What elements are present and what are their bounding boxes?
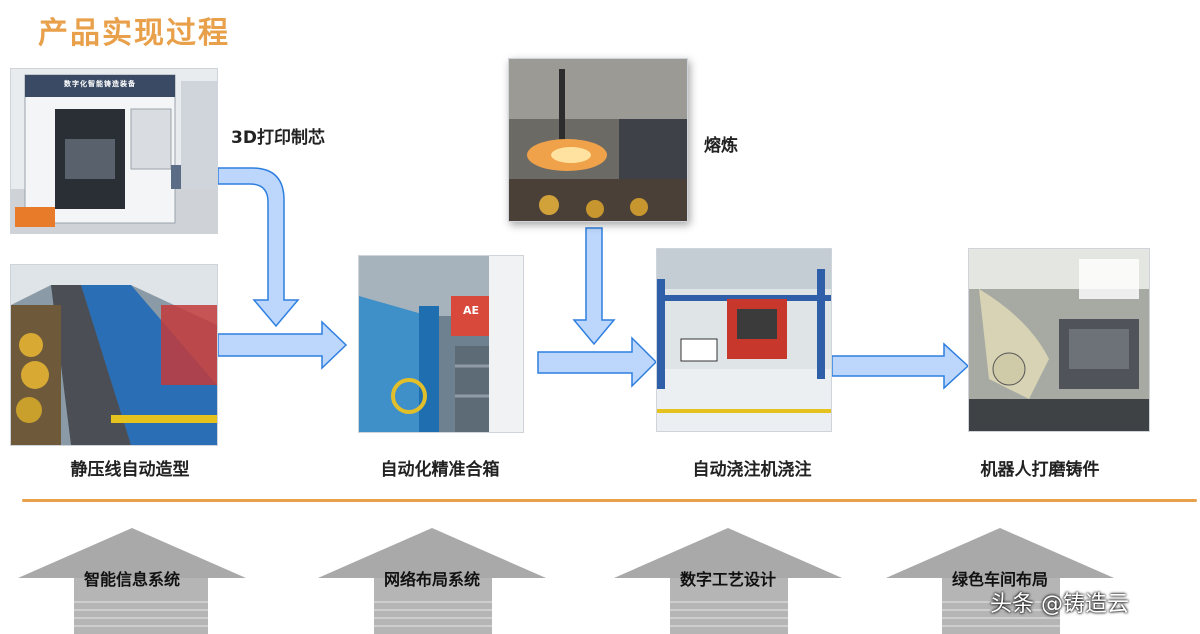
- pillar-green-workshop-layout: 绿色车间布局: [886, 528, 1114, 634]
- step-label-core-printing: 3D打印制芯: [231, 128, 325, 148]
- robot-grinding-illustration: [969, 249, 1149, 431]
- closing-equipment-marking: AE: [463, 304, 480, 317]
- arrow-core-to-closing: [218, 176, 288, 326]
- photo-molding-line: [10, 264, 218, 446]
- arrow-pouring-to-grinding: [831, 342, 970, 390]
- pillar-label: 数字工艺设计: [679, 570, 776, 589]
- photo-melting: [508, 58, 688, 222]
- arrow-molding-to-closing: [217, 320, 348, 370]
- pillar-label: 绿色车间布局: [951, 570, 1048, 589]
- pouring-illustration: [657, 249, 831, 431]
- mold-closing-illustration: [359, 256, 523, 432]
- page-title: 产品实现过程: [38, 16, 230, 51]
- pillar-digital-process-design: 数字工艺设计: [614, 528, 842, 634]
- photo-3d-printer: 数字化智能铸造装备: [10, 68, 218, 234]
- step-label-closing: 自动化精准合箱: [380, 460, 500, 480]
- molding-line-illustration: [11, 265, 217, 445]
- 3d-printer-nameplate: 数字化智能铸造装备: [64, 80, 136, 88]
- step-label-pouring: 自动浇注机浇注: [692, 460, 812, 480]
- section-divider: [22, 499, 1197, 502]
- pillar-smart-info-system: 智能信息系统: [18, 528, 246, 634]
- pillar-shape: [886, 528, 1114, 634]
- elbow-arrow: [217, 167, 300, 328]
- pillar-network-layout: 网络布局系统: [318, 528, 546, 634]
- pillar-shape: [18, 528, 246, 634]
- pillar-shape: [318, 528, 546, 634]
- step-label-molding: 静压线自动造型: [70, 460, 190, 480]
- arrow-melting-down: [572, 227, 616, 346]
- pillar-label: 网络布局系统: [383, 570, 480, 589]
- photo-pouring: [656, 248, 832, 432]
- arrow-closing-to-pouring: [537, 336, 658, 388]
- pillar-shape: [614, 528, 842, 634]
- 3d-printer-illustration: [11, 69, 217, 233]
- step-label-melting: 熔炼: [704, 136, 738, 156]
- watermark: 头条 @铸造云: [990, 592, 1129, 617]
- step-label-grinding: 机器人打磨铸件: [980, 460, 1100, 480]
- photo-mold-closing: AE: [358, 255, 524, 433]
- photo-robot-grinding: [968, 248, 1150, 432]
- pillar-label: 智能信息系统: [83, 570, 180, 589]
- melting-illustration: [509, 59, 687, 221]
